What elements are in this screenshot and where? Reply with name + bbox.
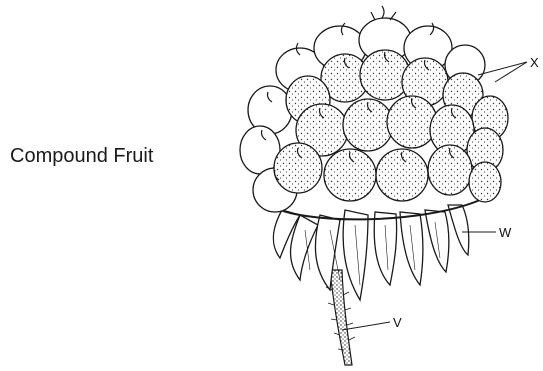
label-x: X bbox=[530, 55, 539, 70]
label-v-group: V bbox=[342, 315, 402, 330]
label-v: V bbox=[393, 315, 402, 330]
leader-line-x-2 bbox=[495, 62, 527, 82]
label-w: W bbox=[499, 225, 512, 240]
leader-line-v bbox=[342, 322, 390, 330]
label-w-group: W bbox=[462, 225, 512, 240]
label-x-group: X bbox=[478, 55, 539, 82]
